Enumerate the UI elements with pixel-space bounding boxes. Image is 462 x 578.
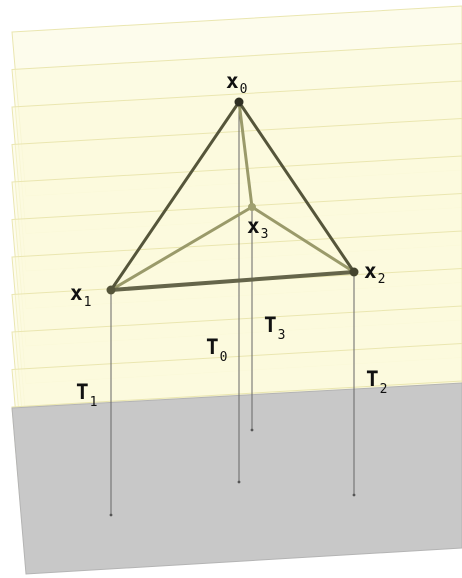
drop-line-ends xyxy=(109,428,356,517)
base-plane xyxy=(11,382,462,575)
edge-x0-x1 xyxy=(109,100,241,292)
drop-end-x0 xyxy=(237,480,241,484)
label-T1: T1 xyxy=(76,380,97,410)
label-x0: x0 xyxy=(226,69,247,97)
vertex-x0 xyxy=(234,97,244,107)
drop-end-x2 xyxy=(352,493,356,497)
labels: x0 x3 x1 x2 T0 T3 T1 T2 xyxy=(70,69,387,410)
edge-x1-x3 xyxy=(109,205,254,292)
label-T3: T3 xyxy=(264,313,285,343)
label-x2: x2 xyxy=(364,259,385,287)
vertices xyxy=(106,97,359,295)
label-T0: T0 xyxy=(206,335,227,365)
edge-x0-x2 xyxy=(237,100,356,274)
label-T2: T2 xyxy=(366,367,387,397)
tetrahedron xyxy=(109,100,356,292)
vertex-x1 xyxy=(106,285,116,295)
drop-end-x1 xyxy=(109,513,113,517)
drop-lines xyxy=(110,102,355,515)
label-x1: x1 xyxy=(70,281,91,310)
drop-end-x3 xyxy=(250,428,254,432)
edge-x0-x3 xyxy=(237,100,254,209)
edge-x3-x2 xyxy=(250,205,356,274)
edge-x1-x2 xyxy=(109,270,356,292)
vertex-x3 xyxy=(248,203,256,211)
vertex-x2 xyxy=(349,267,359,277)
label-x3: x3 xyxy=(247,214,268,242)
